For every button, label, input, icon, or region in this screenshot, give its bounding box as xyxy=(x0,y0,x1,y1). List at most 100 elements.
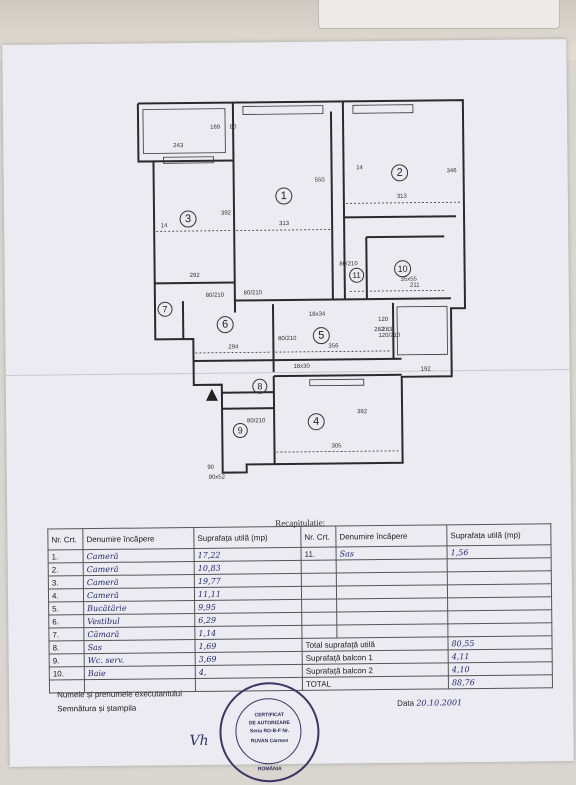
cell-empty xyxy=(447,584,551,598)
cell-nr: 6. xyxy=(49,615,84,628)
cell-name: Baie xyxy=(84,665,195,679)
cell-nr: 1. xyxy=(48,550,83,563)
stamp-line: RUVAN Carmen xyxy=(222,738,318,745)
cell-name: Vestibul xyxy=(84,613,195,627)
col-header-nr: Nr. Crt. xyxy=(48,529,83,550)
signature-mark: Vh xyxy=(189,733,208,749)
dim-line xyxy=(350,290,445,291)
dim-label: 392 xyxy=(357,409,368,415)
cell-nr: 4. xyxy=(48,589,83,602)
total-label: TOTAL xyxy=(302,676,448,691)
floor-plan-paper: 1 2 3 4 5 6 7 8 9 10 11 243 169 313 346 … xyxy=(2,39,574,767)
total-value: 4,11 xyxy=(448,649,552,663)
cell-area: 1,69 xyxy=(195,638,302,652)
room-number-10: 10 xyxy=(398,264,408,274)
dim-line xyxy=(346,202,460,203)
dim-label: 14 xyxy=(161,223,168,229)
cell-area: 11,11 xyxy=(194,586,301,600)
cell-area: 9,95 xyxy=(195,599,302,613)
room-number-5: 5 xyxy=(318,330,324,342)
col-header-name-2: Denumire încăpere xyxy=(336,525,447,547)
room-number-6: 6 xyxy=(222,319,228,331)
cell-empty xyxy=(448,623,552,637)
stamp-line: DE AUTORIZARE xyxy=(221,720,317,727)
cell-area: 6,29 xyxy=(195,612,302,626)
dim-label: 192 xyxy=(421,366,432,372)
cell-empty xyxy=(447,558,551,572)
cell-area: 19,77 xyxy=(194,573,301,587)
cell-empty xyxy=(447,571,551,585)
cell-empty xyxy=(448,597,552,611)
dim-line xyxy=(236,230,330,231)
dim-label: 14 xyxy=(356,165,363,171)
door-label: 18x34 xyxy=(309,312,326,318)
dim-label: 294 xyxy=(228,345,239,351)
wall xyxy=(366,237,367,299)
wall xyxy=(274,375,402,376)
room-number-1: 1 xyxy=(281,190,287,202)
cell-name: Sas xyxy=(84,639,195,653)
stamp-line: ROMÂNIA xyxy=(222,766,318,773)
cell-nr: 11. xyxy=(301,547,336,560)
room-number-3: 3 xyxy=(185,213,191,225)
door-label: 120/210 xyxy=(378,333,400,339)
cell-name: Cameră xyxy=(83,548,194,562)
door-label: 80/210 xyxy=(278,336,297,342)
room-number-4: 4 xyxy=(313,416,319,428)
cell-empty xyxy=(301,573,336,586)
dim-label: 169 xyxy=(210,125,221,131)
cell-area: 17,22 xyxy=(194,547,301,561)
dim-label: 305 xyxy=(331,443,342,449)
wall xyxy=(222,408,274,409)
room-number-11: 11 xyxy=(352,271,361,280)
room-number-2: 2 xyxy=(396,167,402,179)
wall xyxy=(393,303,394,359)
dim-label: 292 xyxy=(190,273,201,279)
total-value: 88,76 xyxy=(448,675,552,689)
wall xyxy=(153,161,233,162)
dim-label: 211 xyxy=(410,283,420,289)
col-header-name: Denumire încăpere xyxy=(83,527,194,549)
cell-empty xyxy=(448,610,552,624)
cell-area: 3,69 xyxy=(195,651,302,665)
room-number-8: 8 xyxy=(257,381,262,391)
cell-nr: 10. xyxy=(49,667,84,680)
col-header-area: Suprafața utilă (mp) xyxy=(194,526,301,548)
cell-name: Cămară xyxy=(84,626,195,640)
room-number-7: 7 xyxy=(162,304,167,314)
wall xyxy=(222,392,274,393)
cell-name: Sas xyxy=(336,546,447,560)
cell-empty xyxy=(302,625,337,638)
dim-label: 90 xyxy=(207,465,214,471)
date-row: Data 20.10.2001 xyxy=(397,698,462,708)
stamp-line: Seria RO-B-F Nr. xyxy=(221,728,317,735)
wall xyxy=(331,112,333,300)
cell-empty xyxy=(336,585,447,599)
cell-empty xyxy=(337,624,448,638)
door-label: 80/210 xyxy=(206,293,225,299)
dim-label: 243 xyxy=(173,143,184,149)
date-value: 20.10.2001 xyxy=(416,698,462,707)
executant-row: Numele și prenumele executantului xyxy=(57,689,182,699)
recap-table: Nr. Crt. Denumire încăpere Suprafața uti… xyxy=(47,523,553,693)
window xyxy=(243,106,323,115)
date-label: Data xyxy=(397,699,414,708)
cell-nr: 8. xyxy=(49,641,84,654)
window xyxy=(310,379,364,386)
cell-name: Cameră xyxy=(83,574,194,588)
cell-nr: 7. xyxy=(49,628,84,641)
signature-label: Semnătura și ștampila xyxy=(57,704,136,714)
door-label: 18x30 xyxy=(293,364,310,370)
col-header-area-2: Suprafața utilă (mp) xyxy=(447,524,551,546)
cell-empty xyxy=(336,572,447,586)
door-label: 80/210 xyxy=(247,418,266,424)
cell-area: 1,56 xyxy=(447,545,551,559)
dim-label: 120 xyxy=(378,317,389,323)
cell-empty xyxy=(301,586,336,599)
window xyxy=(353,105,413,114)
cell-empty xyxy=(336,559,447,573)
cell-area: 10,83 xyxy=(194,560,301,574)
stamp-line: CERTIFICAT xyxy=(221,712,317,719)
wall xyxy=(274,376,275,464)
wall xyxy=(343,101,345,299)
